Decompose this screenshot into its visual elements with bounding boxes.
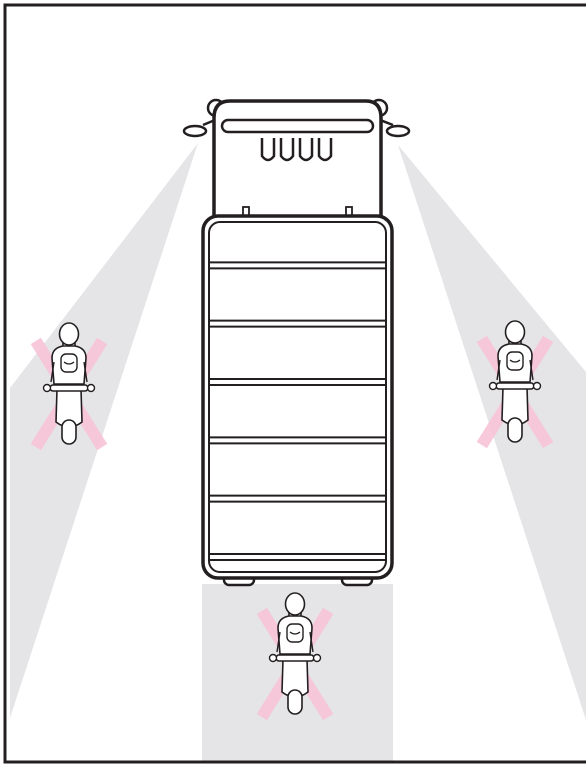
- frame-border: [3, 3, 586, 764]
- left-mirror: [182, 118, 216, 138]
- windshield: [220, 118, 375, 134]
- grille: [260, 138, 333, 162]
- right-mirror: [379, 118, 411, 138]
- truck: [182, 98, 411, 587]
- truck-cab: [212, 99, 383, 216]
- trailer: [201, 214, 394, 580]
- left-mirror-zone: [10, 143, 198, 718]
